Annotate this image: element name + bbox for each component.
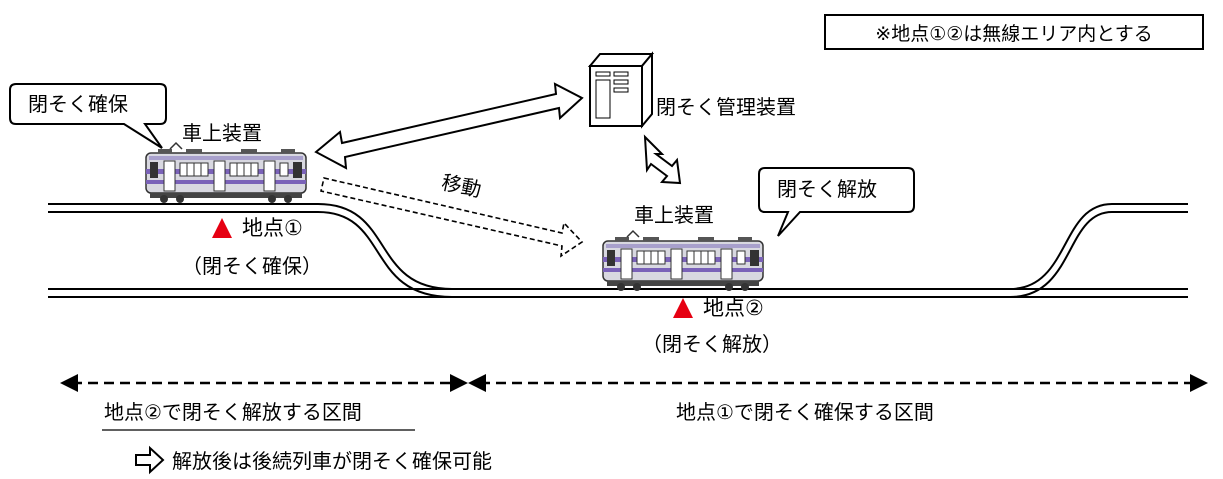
track-right-siding [1009,203,1188,298]
balloon-secure-text: 閉そく確保 [28,92,128,116]
onboard-label-right: 車上装置 [634,203,714,227]
result-arrow-icon [135,445,165,475]
move-arrow [320,177,584,258]
track-lower [48,288,452,298]
server-icon [587,51,655,129]
comm-arrow-right [643,134,682,185]
section-right-label: 地点①で閉そく確保する区間 [676,400,934,424]
point1-sublabel: （閉そく確保） [182,254,322,278]
section-left-label: 地点②で閉そく解放する区間 [104,400,362,424]
after-note: 解放後は後続列車が閉そく確保可能 [172,449,492,473]
comm-arrow-left [314,82,584,170]
point2-marker [673,298,693,318]
note-box: ※地点①②は無線エリア内とする [824,14,1204,50]
balloon-secure [9,83,167,149]
point2-label: 地点② [703,296,764,320]
balloon-release-text: 閉そく解放 [777,177,877,201]
train-right [602,230,764,292]
point1-label: 地点① [242,216,303,240]
server-label: 閉そく管理装置 [656,95,796,119]
point1-marker [212,218,232,238]
balloon-release [758,167,915,237]
note-text: ※地点①②は無線エリア内とする [875,22,1153,45]
onboard-label-left: 車上装置 [182,121,262,145]
track-upper [48,203,1188,298]
train-left [145,142,307,204]
point2-sublabel: （閉そく解放） [642,332,782,356]
